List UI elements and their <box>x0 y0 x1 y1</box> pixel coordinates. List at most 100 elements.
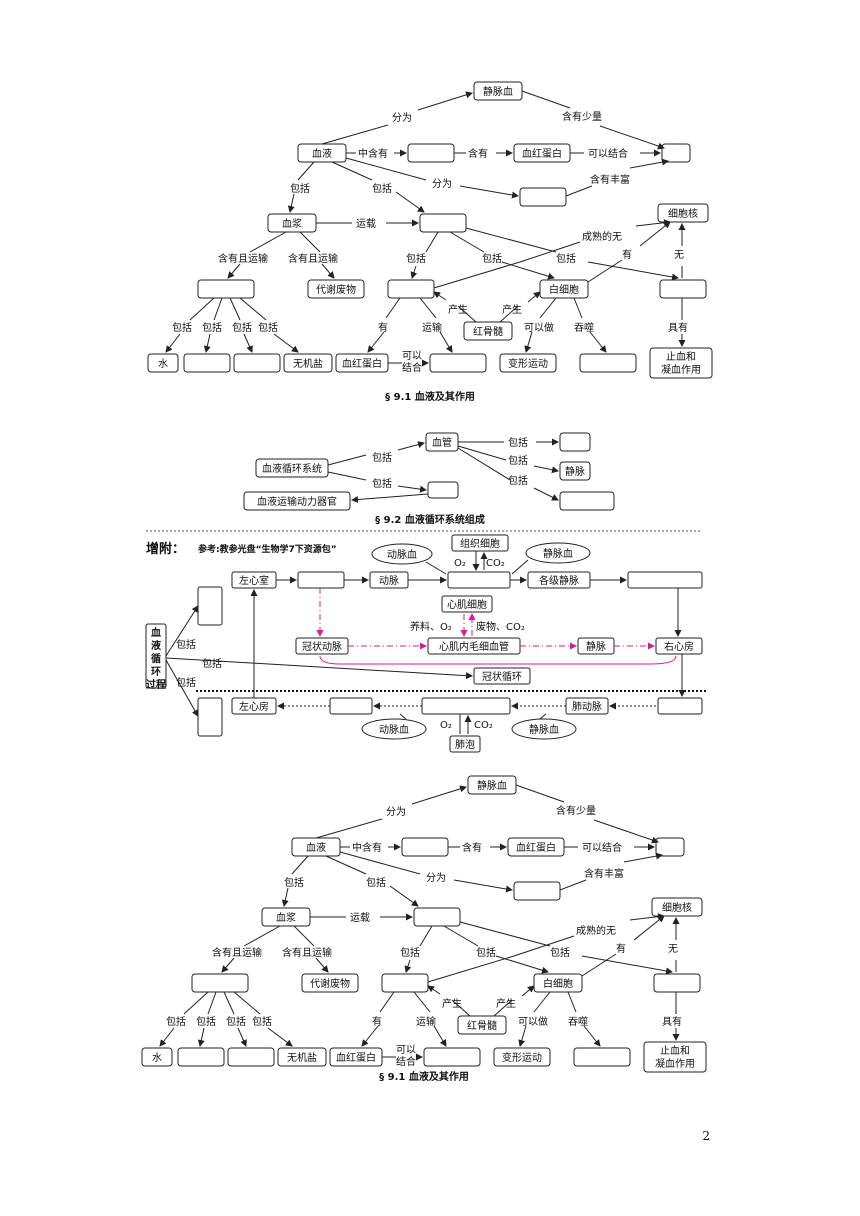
label-hanyouqieyunshu: 含有且运输 <box>218 252 268 265</box>
node-jingmaixue: 静脉血 <box>477 779 507 792</box>
label-baokuo: 包括 <box>232 321 252 334</box>
node-zuzhixibao: 组织细胞 <box>460 537 500 550</box>
figure-blood-top: 静脉血 血液 血红蛋白 血浆 细胞核 代谢废物 白细胞 红骨髓 水 无机盐 血红… <box>147 81 713 403</box>
node-xueguan: 血管 <box>432 436 452 449</box>
label-you: 有 <box>378 321 388 334</box>
blank-box <box>401 837 449 857</box>
blank-box <box>329 697 373 715</box>
blank-box <box>519 187 567 207</box>
node-dongliqi: 血液运输动力器官 <box>257 495 337 508</box>
node-xinjixibao: 心肌细胞 <box>447 598 487 611</box>
label-baokuo: 包括 <box>372 182 392 195</box>
caption-fig1: § 9.1 血液及其作用 <box>385 390 475 403</box>
blank-box <box>407 143 455 163</box>
label-wu: 无 <box>674 250 684 261</box>
label-baokuo: 包括 <box>508 474 528 487</box>
label-hanyouqieyunshu: 含有且运输 <box>282 946 332 959</box>
label-juyou: 具有 <box>668 321 688 334</box>
blank-box <box>419 213 467 233</box>
label-baokuo: 包括 <box>202 321 222 334</box>
blank-box <box>573 1047 631 1067</box>
label-hanyouqieyunshu: 含有且运输 <box>212 946 262 959</box>
node-jingmaixue2: 静脉血 <box>529 723 559 736</box>
label-baokuo: 包括 <box>176 638 196 651</box>
label-yangliao: 养料、O₂ <box>410 620 452 633</box>
label-chansheng: 产生 <box>448 303 468 316</box>
node-zuoxinfang: 左心房 <box>239 700 269 713</box>
label-chansheng: 产生 <box>496 997 516 1010</box>
node-wujiyan: 无机盐 <box>293 357 323 370</box>
node-feipao: 肺泡 <box>455 738 475 751</box>
node-jingmaixue: 静脉血 <box>483 85 513 98</box>
blank-box <box>559 432 591 452</box>
label-chengshudewu: 成熟的无 <box>582 230 622 243</box>
blank-box <box>657 697 703 715</box>
node-xuejiang: 血浆 <box>276 911 296 924</box>
label-baokuo: 包括 <box>372 477 392 490</box>
label-yunshu: 运输 <box>422 321 442 334</box>
node-xuehongdanbai: 血红蛋白 <box>516 841 556 854</box>
blank-box <box>627 571 703 589</box>
blank-box <box>427 481 459 499</box>
label-baokuo: 包括 <box>366 876 386 889</box>
label-fenwei2: 分为 <box>432 178 452 190</box>
label-baokuo: 包括 <box>226 1015 246 1028</box>
blank-box <box>381 973 429 993</box>
node-jingmai: 静脉 <box>565 465 585 478</box>
side-title-5: 过程 <box>146 678 166 691</box>
node-zhixue-2: 凝血作用 <box>655 1057 695 1070</box>
side-title-1: 血 <box>151 626 161 639</box>
blank-box <box>413 907 461 927</box>
label-baokuo: 包括 <box>482 252 502 265</box>
label-yunshu: 运输 <box>416 1015 436 1028</box>
blank-box <box>233 353 281 373</box>
label-baokuo: 包括 <box>176 676 196 689</box>
label-wu: 无 <box>668 944 678 955</box>
label-baokuo: 包括 <box>476 946 496 959</box>
blank-box <box>429 353 487 373</box>
label-you: 有 <box>616 942 626 955</box>
blank-box <box>513 881 561 901</box>
node-xueye: 血液 <box>306 841 326 854</box>
label-baokuo: 包括 <box>166 1015 186 1028</box>
caption-fig2: § 9.2 血液循环系统组成 <box>375 513 485 526</box>
label-keyi: 可以 <box>396 1045 416 1056</box>
label-hanyouqieyunshu: 含有且运输 <box>288 252 338 265</box>
node-baixibao: 白细胞 <box>549 283 579 296</box>
node-guanzhuangxunhuan: 冠状循环 <box>482 670 522 683</box>
node-daixiefeiwu: 代谢废物 <box>310 977 350 990</box>
node-xinjineimaoxixueguan: 心肌内毛细血管 <box>439 640 509 653</box>
node-honggusui: 红骨髓 <box>473 325 503 338</box>
reference-note: 参考:教参光盘“生物学7下资源包” <box>198 543 337 555</box>
blank-box <box>579 353 637 373</box>
node-xibaohe: 细胞核 <box>662 901 692 914</box>
label-baokuo: 包括 <box>550 946 570 959</box>
node-xitong: 血液循环系统 <box>262 462 322 475</box>
node-gejijingmai: 各级静脉 <box>539 574 579 587</box>
caption-fig1: § 9.1 血液及其作用 <box>379 1070 469 1083</box>
label-baokuo: 包括 <box>406 252 426 265</box>
node-dongmaixue2: 动脉血 <box>379 723 409 736</box>
label-keyijiehe: 可以结合 <box>582 841 622 854</box>
node-baixibao: 白细胞 <box>543 977 573 990</box>
node-bianxingyundong: 变形运动 <box>508 357 548 370</box>
page-number: 2 <box>702 1129 710 1143</box>
node-xuehongdanbai2: 血红蛋白 <box>336 1051 376 1064</box>
label-baokuo: 包括 <box>556 252 576 265</box>
blank-box <box>423 1047 481 1067</box>
node-youxinfang: 右心房 <box>664 640 694 653</box>
node-dongmai: 动脉 <box>379 574 399 587</box>
node-shui: 水 <box>152 1052 162 1064</box>
label-baokuo: 包括 <box>202 657 222 670</box>
label-keyijiehe: 可以结合 <box>588 147 628 160</box>
node-zhixue-2: 凝血作用 <box>661 363 701 376</box>
label-baokuo: 包括 <box>196 1015 216 1028</box>
label-baokuo: 包括 <box>258 321 278 334</box>
label-co2: CO₂ <box>474 720 493 731</box>
label-hanyoushaoliang: 含有少量 <box>556 804 596 817</box>
blank-box <box>191 973 249 993</box>
node-xueye: 血液 <box>312 147 332 160</box>
node-xibaohe: 细胞核 <box>668 207 698 220</box>
label-fenwei: 分为 <box>386 806 406 818</box>
label-zhonghanyou: 中含有 <box>352 841 382 854</box>
